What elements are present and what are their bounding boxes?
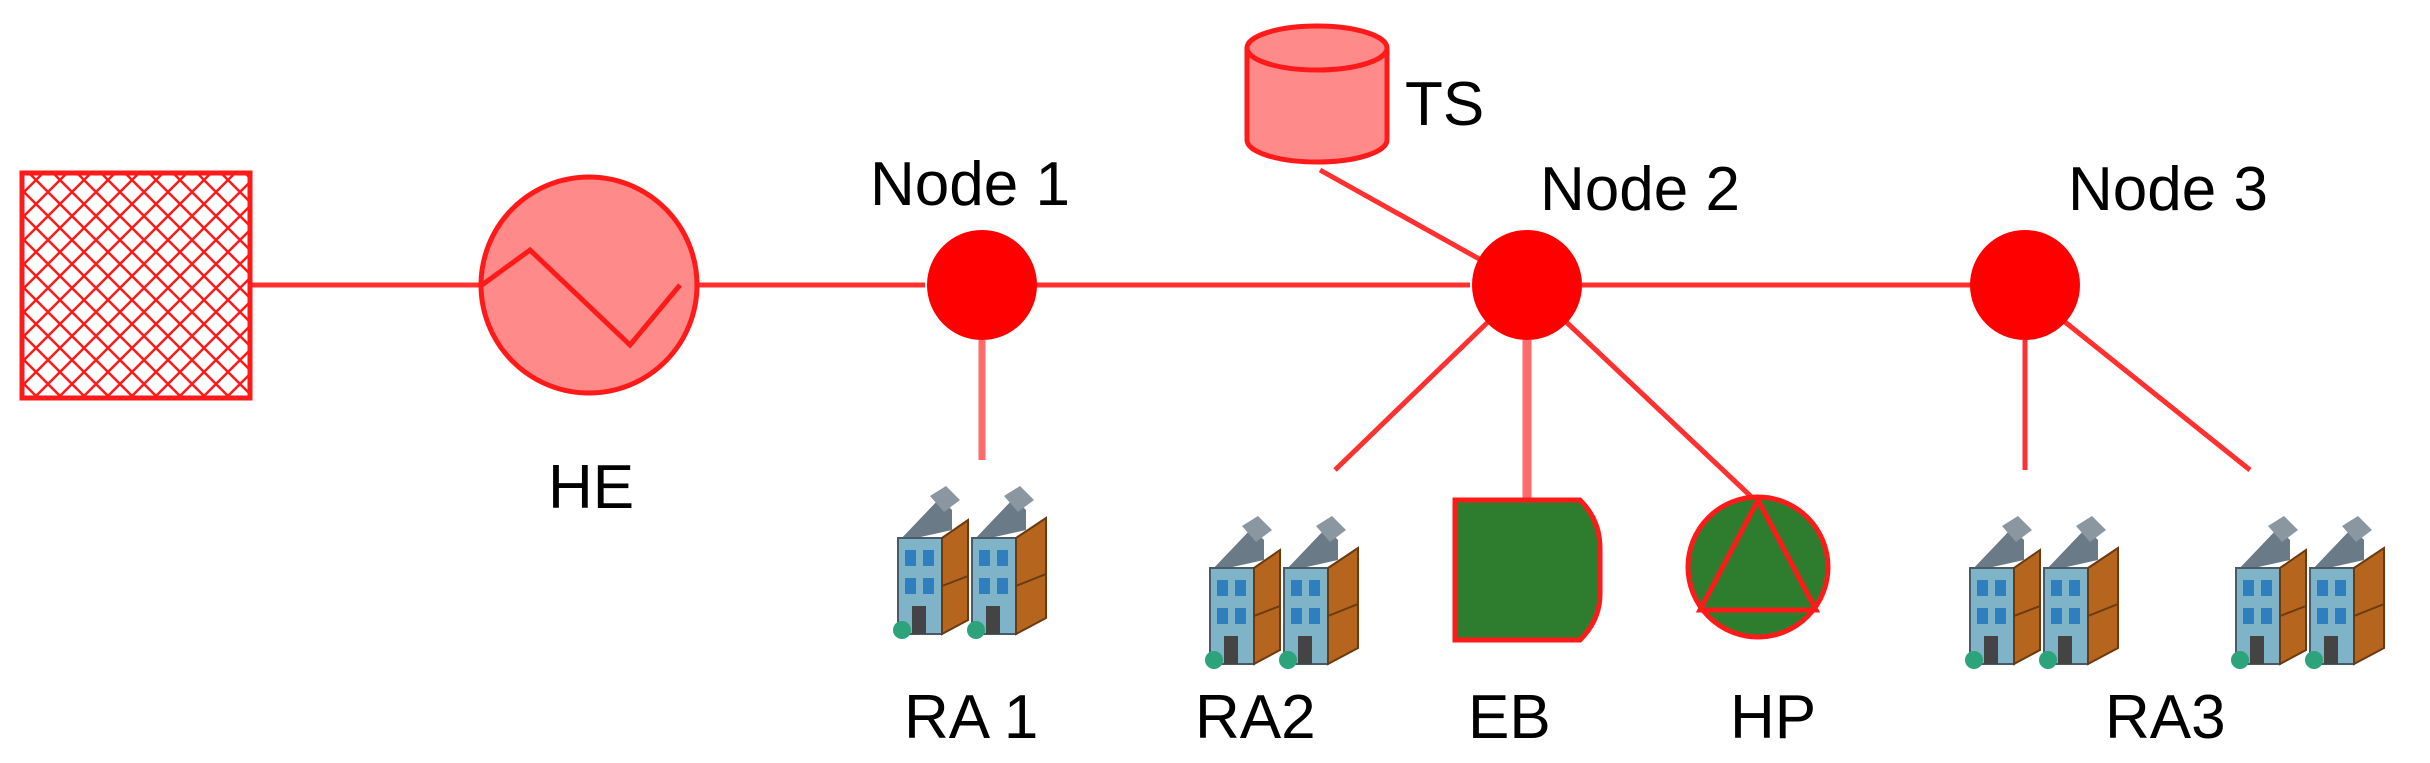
- cylinder-storage-icon: [1244, 23, 1390, 165]
- electric-boiler-icon: [1452, 497, 1603, 643]
- node-3[interactable]: Node 3: [1970, 155, 2268, 340]
- node-2-label: Node 2: [1540, 155, 1740, 224]
- node-3-label: Node 3: [2068, 155, 2268, 224]
- heat-exchanger-icon: [478, 174, 700, 396]
- he-label: HE: [548, 453, 634, 522]
- residential-area-3[interactable]: RA3: [1964, 515, 2385, 752]
- houses-icon: [1204, 515, 1359, 670]
- node-1[interactable]: Node 1: [870, 150, 1070, 340]
- line-node2-hp: [1560, 316, 1762, 507]
- ts-label: TS: [1405, 70, 1484, 139]
- node-1-label: Node 1: [870, 150, 1070, 219]
- ra3-label: RA3: [2105, 683, 2226, 752]
- node-3-marker: [1970, 230, 2080, 340]
- line-node2-ra2: [1333, 318, 1492, 472]
- houses-icon: [2230, 515, 2385, 670]
- houses-icon: [892, 485, 1047, 640]
- heat-exchanger[interactable]: HE: [478, 174, 700, 522]
- hp-label: HP: [1730, 683, 1816, 752]
- source-block[interactable]: [19, 170, 253, 401]
- residential-area-1[interactable]: RA 1: [892, 485, 1047, 752]
- heat-pump-icon: [1685, 494, 1831, 640]
- thermal-storage[interactable]: TS: [1244, 23, 1484, 165]
- electric-boiler[interactable]: EB: [1452, 497, 1603, 752]
- residential-area-2[interactable]: RA2: [1195, 515, 1359, 752]
- node-2-marker: [1472, 230, 1582, 340]
- node-1-marker: [927, 230, 1037, 340]
- houses-icon: [1964, 515, 2119, 670]
- ra2-label: RA2: [1195, 683, 1316, 752]
- line-ts-node2: [1318, 167, 1492, 268]
- eb-label: EB: [1468, 683, 1551, 752]
- heat-pump[interactable]: HP: [1685, 494, 1831, 752]
- line-node3-ra3b: [2058, 316, 2252, 472]
- crosshatch-grid-icon: [19, 170, 253, 401]
- ra1-label: RA 1: [904, 683, 1038, 752]
- pipe-lines: [250, 167, 2252, 507]
- node-2[interactable]: Node 2: [1472, 155, 1740, 340]
